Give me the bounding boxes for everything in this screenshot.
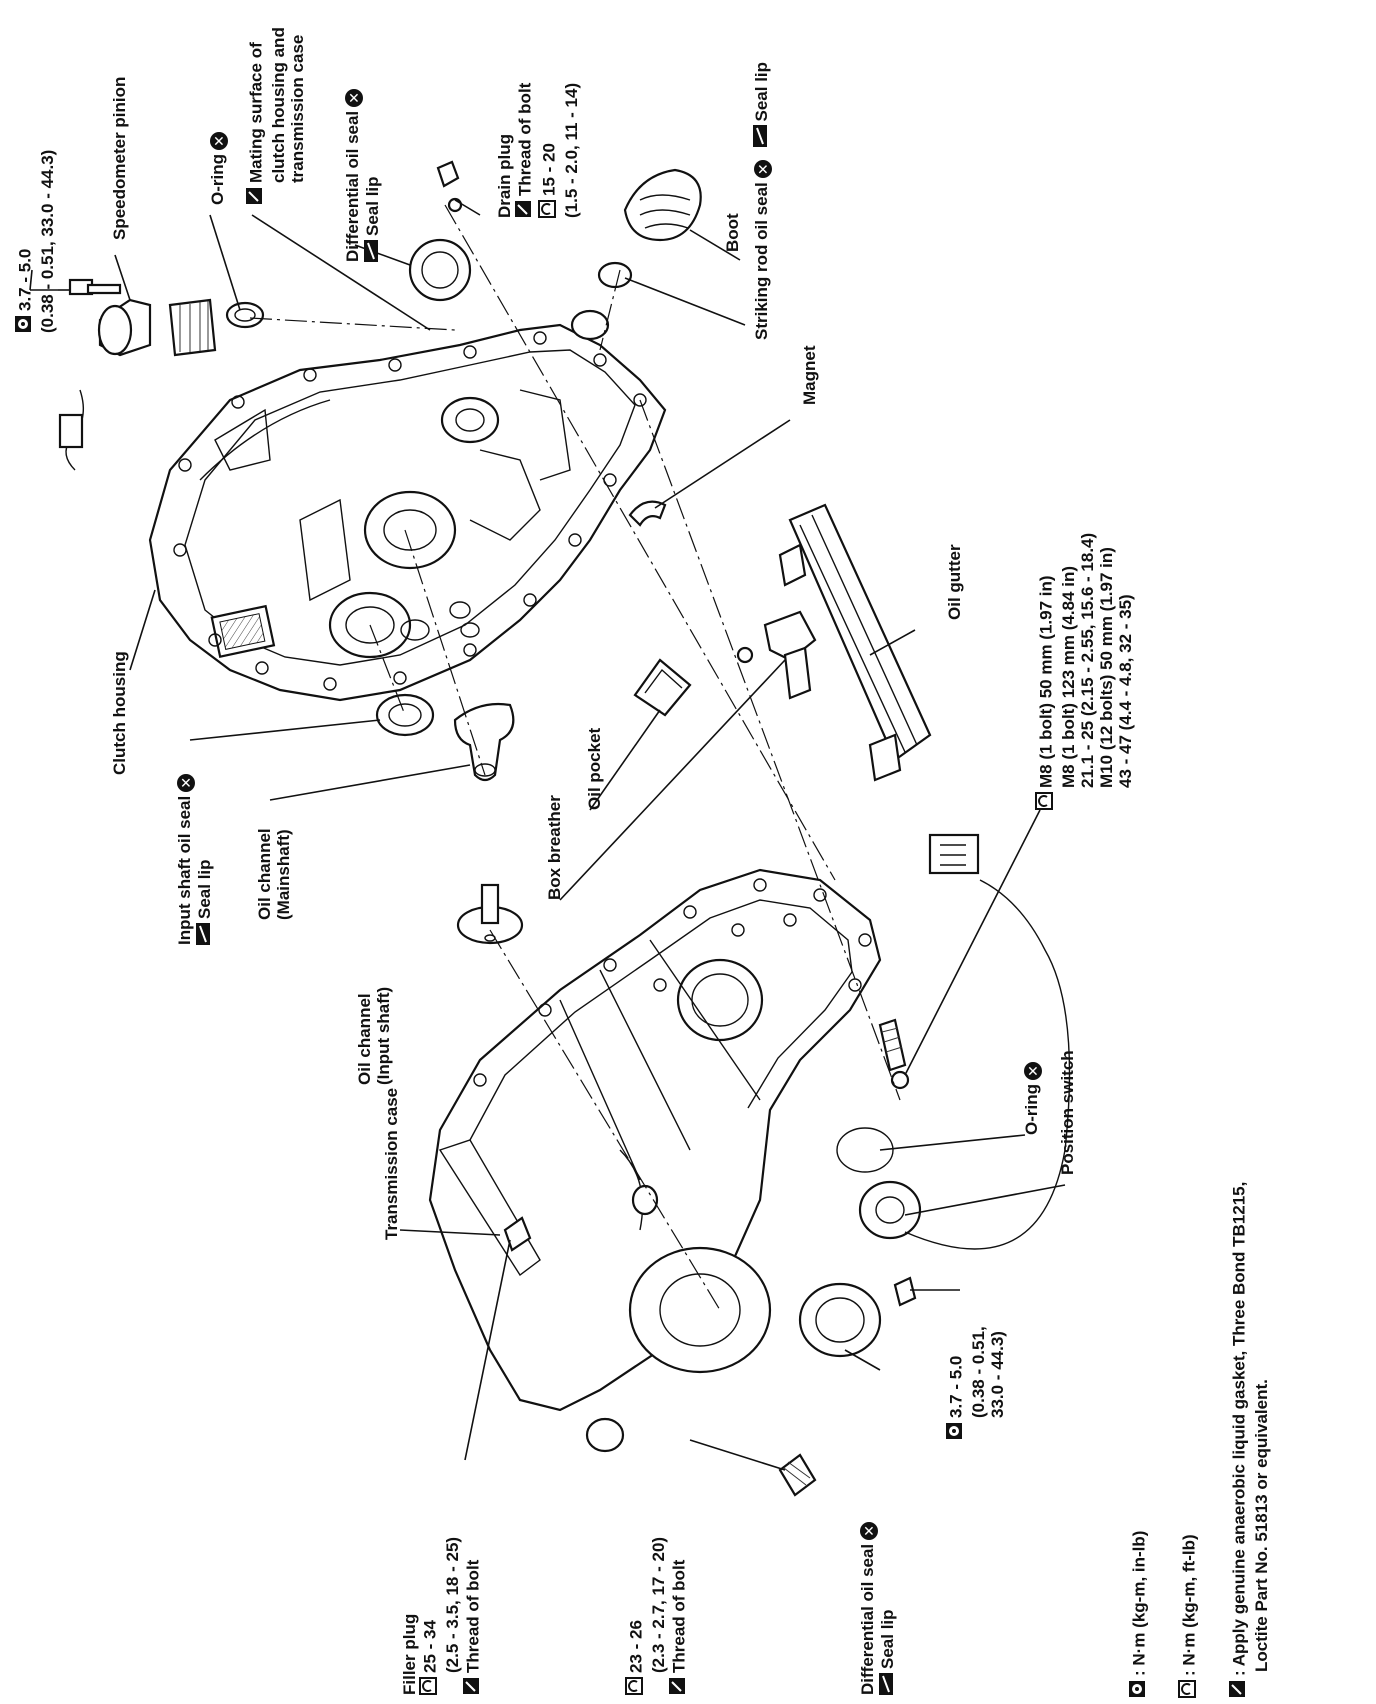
oring-switch-label: O-ring✕ bbox=[1022, 1062, 1042, 1135]
boot-label: Boot bbox=[723, 213, 742, 252]
replace-x-icon: ✕ bbox=[209, 132, 228, 150]
seal-lip-icon bbox=[878, 1673, 897, 1695]
speedometer-pinion-label: Speedometer pinion bbox=[110, 76, 129, 240]
replace-x-icon: ✕ bbox=[344, 88, 363, 107]
input-shaft-seal-label: Input shaft oil seal✕ Seal lip bbox=[175, 773, 216, 945]
striking-rod-seal-label: Striking rod oil seal✕ Seal lip bbox=[752, 61, 772, 340]
oil-channel-mainshaft-label: Oil channel (Mainshaft) bbox=[255, 828, 293, 920]
legend-ftlb: : N·m (kg-m, ft-lb) bbox=[1178, 1182, 1202, 1698]
torque-ftlb-icon bbox=[1178, 1680, 1200, 1698]
drain-plug-label: Drain plug Thread of bolt 15 - 20 (1.5 -… bbox=[495, 82, 581, 218]
clutch-housing-drawing bbox=[58, 160, 702, 782]
oil-gutter-drawing bbox=[778, 503, 932, 782]
legend: : N·m (kg-m, in-lb) : N·m (kg-m, ft-lb) … bbox=[1128, 1182, 1271, 1698]
filler-plug-label: Filler plug 25 - 34 (2.5 - 3.5, 18 - 25)… bbox=[400, 1536, 484, 1695]
differential-seal-bottom-label: Differential oil seal✕ Seal lip bbox=[858, 1521, 899, 1695]
replace-x-icon: ✕ bbox=[859, 1521, 878, 1540]
gasket-icon bbox=[668, 1677, 690, 1695]
seal-lip-icon bbox=[363, 240, 382, 262]
seal-lip-icon bbox=[195, 923, 214, 945]
legend-gasket: : Apply genuine anaerobic liquid gasket,… bbox=[1228, 1182, 1252, 1698]
box-breather-drawing bbox=[736, 610, 817, 700]
gasket-icon bbox=[245, 187, 267, 205]
plug-23-26-label: 23 - 26 (2.3 - 2.7, 17 - 20) Thread of b… bbox=[625, 1537, 692, 1695]
case-bolts-label: M8 (1 bolt) 50 mm (1.97 in) M8 (1 bolt) … bbox=[1035, 533, 1135, 810]
box-breather-label: Box breather bbox=[545, 795, 564, 900]
gasket-icon bbox=[462, 1677, 484, 1695]
torque-inlb-icon bbox=[1128, 1680, 1150, 1698]
gasket-icon bbox=[514, 200, 536, 218]
replace-x-icon: ✕ bbox=[753, 160, 772, 179]
differential-seal-top-label: Differential oil seal✕ Seal lip bbox=[343, 88, 384, 262]
seal-lip-icon bbox=[752, 125, 771, 148]
magnet-label: Magnet bbox=[800, 345, 819, 406]
torque-ftlb-icon bbox=[419, 1677, 441, 1695]
speedometer-torque-label: 3.7 - 5.0 (0.38 - 0.51, 33.0 - 44.3) bbox=[14, 149, 57, 333]
mating-surface-label: Mating surface of clutch housing and tra… bbox=[245, 27, 307, 205]
torque-inlb-icon bbox=[14, 315, 36, 333]
oil-channel-input-label: Oil channel (Input shaft) bbox=[355, 986, 393, 1085]
transmission-case-drawing bbox=[428, 833, 1071, 1497]
oil-pocket-drawing bbox=[633, 658, 692, 717]
torque-ftlb-icon bbox=[538, 200, 560, 218]
oil-pocket-label: Oil pocket bbox=[585, 727, 604, 810]
switch-torque-label: 3.7 - 5.0 (0.38 - 0.51, 33.0 - 44.3) bbox=[945, 1326, 1007, 1440]
torque-inlb-icon bbox=[945, 1422, 967, 1440]
replace-x-icon: ✕ bbox=[1023, 1062, 1042, 1080]
replace-x-icon: ✕ bbox=[176, 773, 195, 792]
clutch-housing-label: Clutch housing bbox=[110, 651, 129, 775]
oring-top-label: O-ring✕ bbox=[208, 132, 228, 205]
torque-ftlb-icon bbox=[625, 1677, 647, 1695]
transmission-case-label: Transmission case bbox=[382, 1087, 401, 1240]
torque-ftlb-icon bbox=[1035, 792, 1057, 810]
gasket-icon bbox=[1228, 1680, 1250, 1698]
legend-inlb: : N·m (kg-m, in-lb) bbox=[1128, 1182, 1152, 1698]
leader-lines bbox=[29, 199, 1066, 1471]
position-switch-label: Position switch bbox=[1058, 1050, 1077, 1175]
oil-gutter-label: Oil gutter bbox=[945, 544, 964, 620]
alignment-centerlines bbox=[249, 204, 901, 1311]
